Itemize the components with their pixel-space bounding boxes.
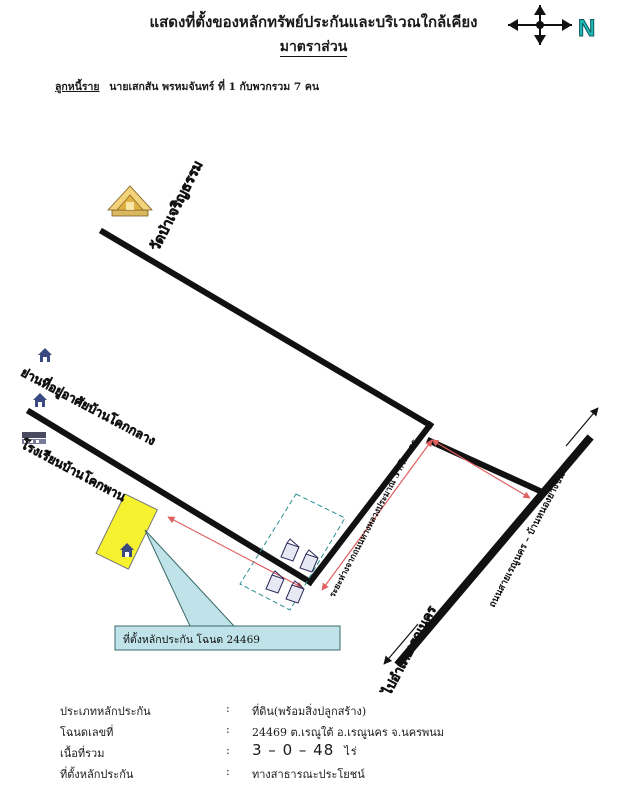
school-label: โรงเรียนบ้านโคกพาน <box>18 436 129 505</box>
road-network <box>25 227 594 668</box>
temple-icon <box>107 185 153 217</box>
detail-row-location: ที่ตั้งหลักประกัน : ทางสาธารณะประโยชน์ <box>60 765 365 781</box>
building-icon <box>265 570 285 594</box>
building-icon <box>299 549 319 573</box>
building-icon <box>280 538 300 562</box>
to-renu-label: ไปอำเภอเรณูนคร <box>378 603 440 700</box>
temple-label: วัดป่าเจริญธรรม <box>147 158 206 253</box>
detail-row-deed: โฉนดเลขที่ : 24469 ต.เรณูใต้ อ.เรณูนคร จ… <box>60 723 445 739</box>
map-title: แสดงที่ตั้งของหลักทรัพย์ประกันและบริเวณใ… <box>149 13 478 31</box>
road-temple <box>98 227 435 430</box>
callout-box <box>114 625 341 651</box>
area-value: 3 – 0 – 48 <box>252 741 335 759</box>
callout-text: ที่ตั้งหลักประกัน โฉนด 24469 <box>123 632 260 646</box>
house-icon <box>38 348 52 362</box>
direction-arrow-south <box>383 623 419 665</box>
borrower-label: ลูกหนี้ราย <box>55 81 100 93</box>
map-scale-label: มาตราส่วน <box>279 39 348 57</box>
collateral-details: ประเภทหลักประกัน : ที่ดิน(พร้อมสิ่งปลูกส… <box>60 702 580 786</box>
distance-label: ระยะห่างจากถนนทางหลวงประมาณ 3 กิโลเมตร <box>327 437 420 599</box>
house-icon <box>33 393 47 407</box>
borrower-line: ลูกหนี้ราย นายเสกสัน พรหมจันทร์ ที่ 1 กั… <box>55 78 319 95</box>
collateral-plot <box>95 493 159 570</box>
plot-house-icon <box>120 543 134 557</box>
highway-road <box>394 434 594 668</box>
building-icon <box>285 580 305 604</box>
area-unit: ไร่ <box>344 745 358 758</box>
dimension-line-distance <box>321 439 433 591</box>
highway-label: ถนนสายเรณูนคร – บ้านหนองย่างชิ้น <box>484 469 569 610</box>
school-icon <box>22 432 46 444</box>
dimension-line-highway <box>431 439 531 499</box>
compass-icon <box>508 5 572 45</box>
detail-row-type: ประเภทหลักประกัน : ที่ดิน(พร้อมสิ่งปลูกส… <box>60 702 367 718</box>
direction-arrow-north <box>565 407 599 447</box>
borrower-value: นายเสกสัน พรหมจันทร์ ที่ 1 กับพวกรวม 7 ค… <box>109 81 320 93</box>
north-letter: N <box>578 15 595 42</box>
